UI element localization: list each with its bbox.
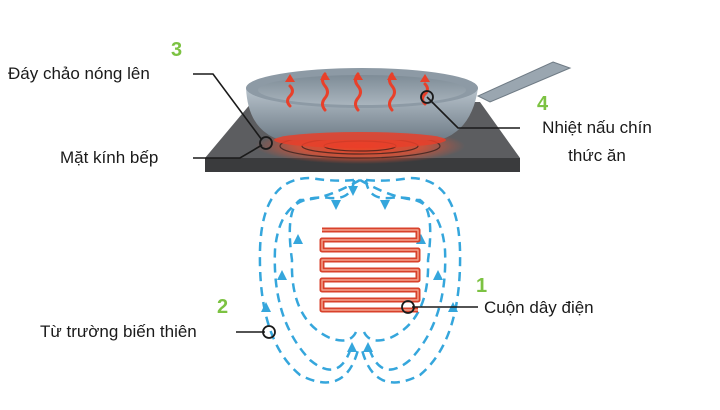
label-magnetic-field: Từ trường biến thiên: [40, 322, 197, 341]
callout-lines: [193, 73, 520, 333]
callout-markers: [259, 90, 434, 339]
electric-coil-highlight: [321, 229, 419, 311]
frying-pan: [246, 61, 572, 148]
cook-heat-marker: [420, 90, 434, 104]
label-glass-top: Mặt kính bếp: [60, 148, 159, 167]
magnetic-field-lines: [258, 176, 462, 384]
field-arrows: [261, 186, 458, 352]
field-marker: [262, 325, 276, 339]
step-number-4: 4: [537, 93, 549, 115]
pan-bottom-marker: [259, 136, 273, 150]
label-cook-heat-line2: thức ăn: [568, 146, 626, 165]
label-coil: Cuộn dây điện: [484, 298, 594, 317]
coil-marker: [401, 300, 415, 314]
label-cook-heat: Nhiệt nấu chín thức ăn: [527, 118, 667, 166]
label-cook-heat-line1: Nhiệt nấu chín: [542, 118, 652, 137]
steam-arrowheads: [285, 72, 430, 82]
step-number-3: 3: [171, 39, 183, 61]
step-number-1: 1: [476, 275, 488, 297]
step-number-2: 2: [217, 296, 229, 318]
label-pan-bottom: Đáy chảo nóng lên: [8, 64, 150, 83]
